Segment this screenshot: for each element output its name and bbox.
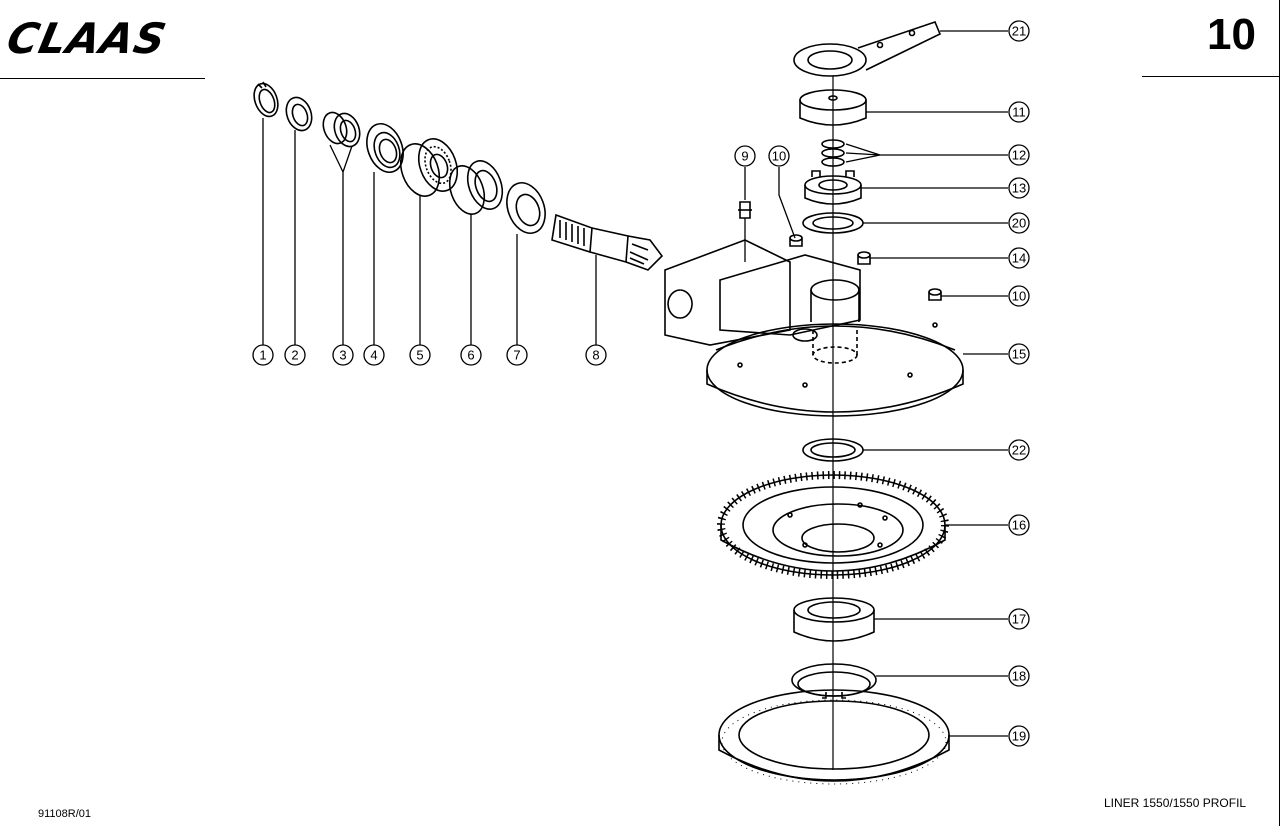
model-name: LINER 1550/1550 PROFIL bbox=[1104, 796, 1247, 810]
callout-2: 2 bbox=[284, 344, 306, 366]
part-15-gearbox-housing bbox=[664, 239, 964, 417]
callout-16: 16 bbox=[1008, 514, 1030, 536]
header-rule-left bbox=[0, 78, 205, 79]
callout-22: 22 bbox=[1008, 439, 1030, 461]
callout-4: 4 bbox=[363, 344, 385, 366]
svg-text:11: 11 bbox=[1012, 105, 1026, 120]
callout-9: 9 bbox=[734, 145, 756, 167]
part-14-plug bbox=[857, 251, 871, 265]
svg-text:19: 19 bbox=[1012, 729, 1026, 744]
part-17-bearing bbox=[793, 597, 875, 642]
callout-19: 19 bbox=[1008, 725, 1030, 747]
callout-10-top: 10 bbox=[768, 145, 790, 167]
part-3-spacer-rings bbox=[322, 111, 361, 148]
part-19-felt-ring bbox=[718, 689, 950, 785]
svg-text:3: 3 bbox=[339, 348, 346, 363]
part-10-plug-upper bbox=[789, 234, 803, 247]
svg-text:13: 13 bbox=[1012, 181, 1026, 196]
callout-18: 18 bbox=[1008, 665, 1030, 687]
svg-text:16: 16 bbox=[1012, 518, 1026, 533]
callout-1: 1 bbox=[252, 344, 274, 366]
svg-text:22: 22 bbox=[1012, 443, 1026, 458]
callout-10-right: 10 bbox=[1008, 285, 1030, 307]
svg-text:7: 7 bbox=[513, 348, 520, 363]
svg-text:6: 6 bbox=[467, 348, 474, 363]
part-10-plug-right bbox=[928, 288, 942, 301]
svg-text:14: 14 bbox=[1012, 251, 1026, 266]
part-18-circlip bbox=[791, 663, 877, 699]
leader-lines-right bbox=[744, 30, 1008, 737]
callout-6: 6 bbox=[460, 344, 482, 366]
part-6-bearing bbox=[448, 160, 504, 215]
part-2-washer bbox=[285, 96, 313, 132]
svg-text:18: 18 bbox=[1012, 669, 1026, 684]
part-21-wrench bbox=[793, 21, 942, 77]
svg-text:20: 20 bbox=[1012, 216, 1026, 231]
svg-text:10: 10 bbox=[772, 149, 786, 164]
part-7-seal-ring bbox=[506, 182, 546, 234]
callout-13: 13 bbox=[1008, 177, 1030, 199]
callout-12: 12 bbox=[1008, 144, 1030, 166]
part-5-bearing bbox=[399, 138, 459, 197]
part-9-grease-nipple bbox=[738, 201, 752, 219]
svg-text:21: 21 bbox=[1012, 24, 1026, 39]
svg-text:1: 1 bbox=[259, 348, 266, 363]
svg-text:12: 12 bbox=[1012, 148, 1026, 163]
svg-text:9: 9 bbox=[741, 149, 748, 164]
part-8-pinion-shaft bbox=[551, 213, 664, 271]
svg-text:15: 15 bbox=[1012, 347, 1026, 362]
callout-14: 14 bbox=[1008, 247, 1030, 269]
callout-11: 11 bbox=[1008, 101, 1030, 123]
callout-20: 20 bbox=[1008, 212, 1030, 234]
callout-7: 7 bbox=[506, 344, 528, 366]
callout-3: 3 bbox=[332, 344, 354, 366]
svg-text:4: 4 bbox=[370, 348, 377, 363]
svg-text:2: 2 bbox=[291, 348, 298, 363]
callout-15: 15 bbox=[1008, 343, 1030, 365]
part-1-circlip bbox=[253, 81, 279, 118]
callout-8: 8 bbox=[585, 344, 607, 366]
callout-17: 17 bbox=[1008, 608, 1030, 630]
svg-text:8: 8 bbox=[592, 348, 599, 363]
svg-text:5: 5 bbox=[416, 348, 423, 363]
part-4-seal bbox=[366, 122, 404, 174]
header-rule-right bbox=[1142, 76, 1280, 77]
drawing-id: 91108R/01 bbox=[38, 808, 92, 820]
callout-21: 21 bbox=[1008, 20, 1030, 42]
leader-lines-left bbox=[262, 118, 597, 345]
callout-5: 5 bbox=[409, 344, 431, 366]
svg-text:10: 10 bbox=[1012, 289, 1026, 304]
svg-text:17: 17 bbox=[1012, 612, 1026, 627]
page-number: 10 bbox=[1207, 10, 1256, 59]
